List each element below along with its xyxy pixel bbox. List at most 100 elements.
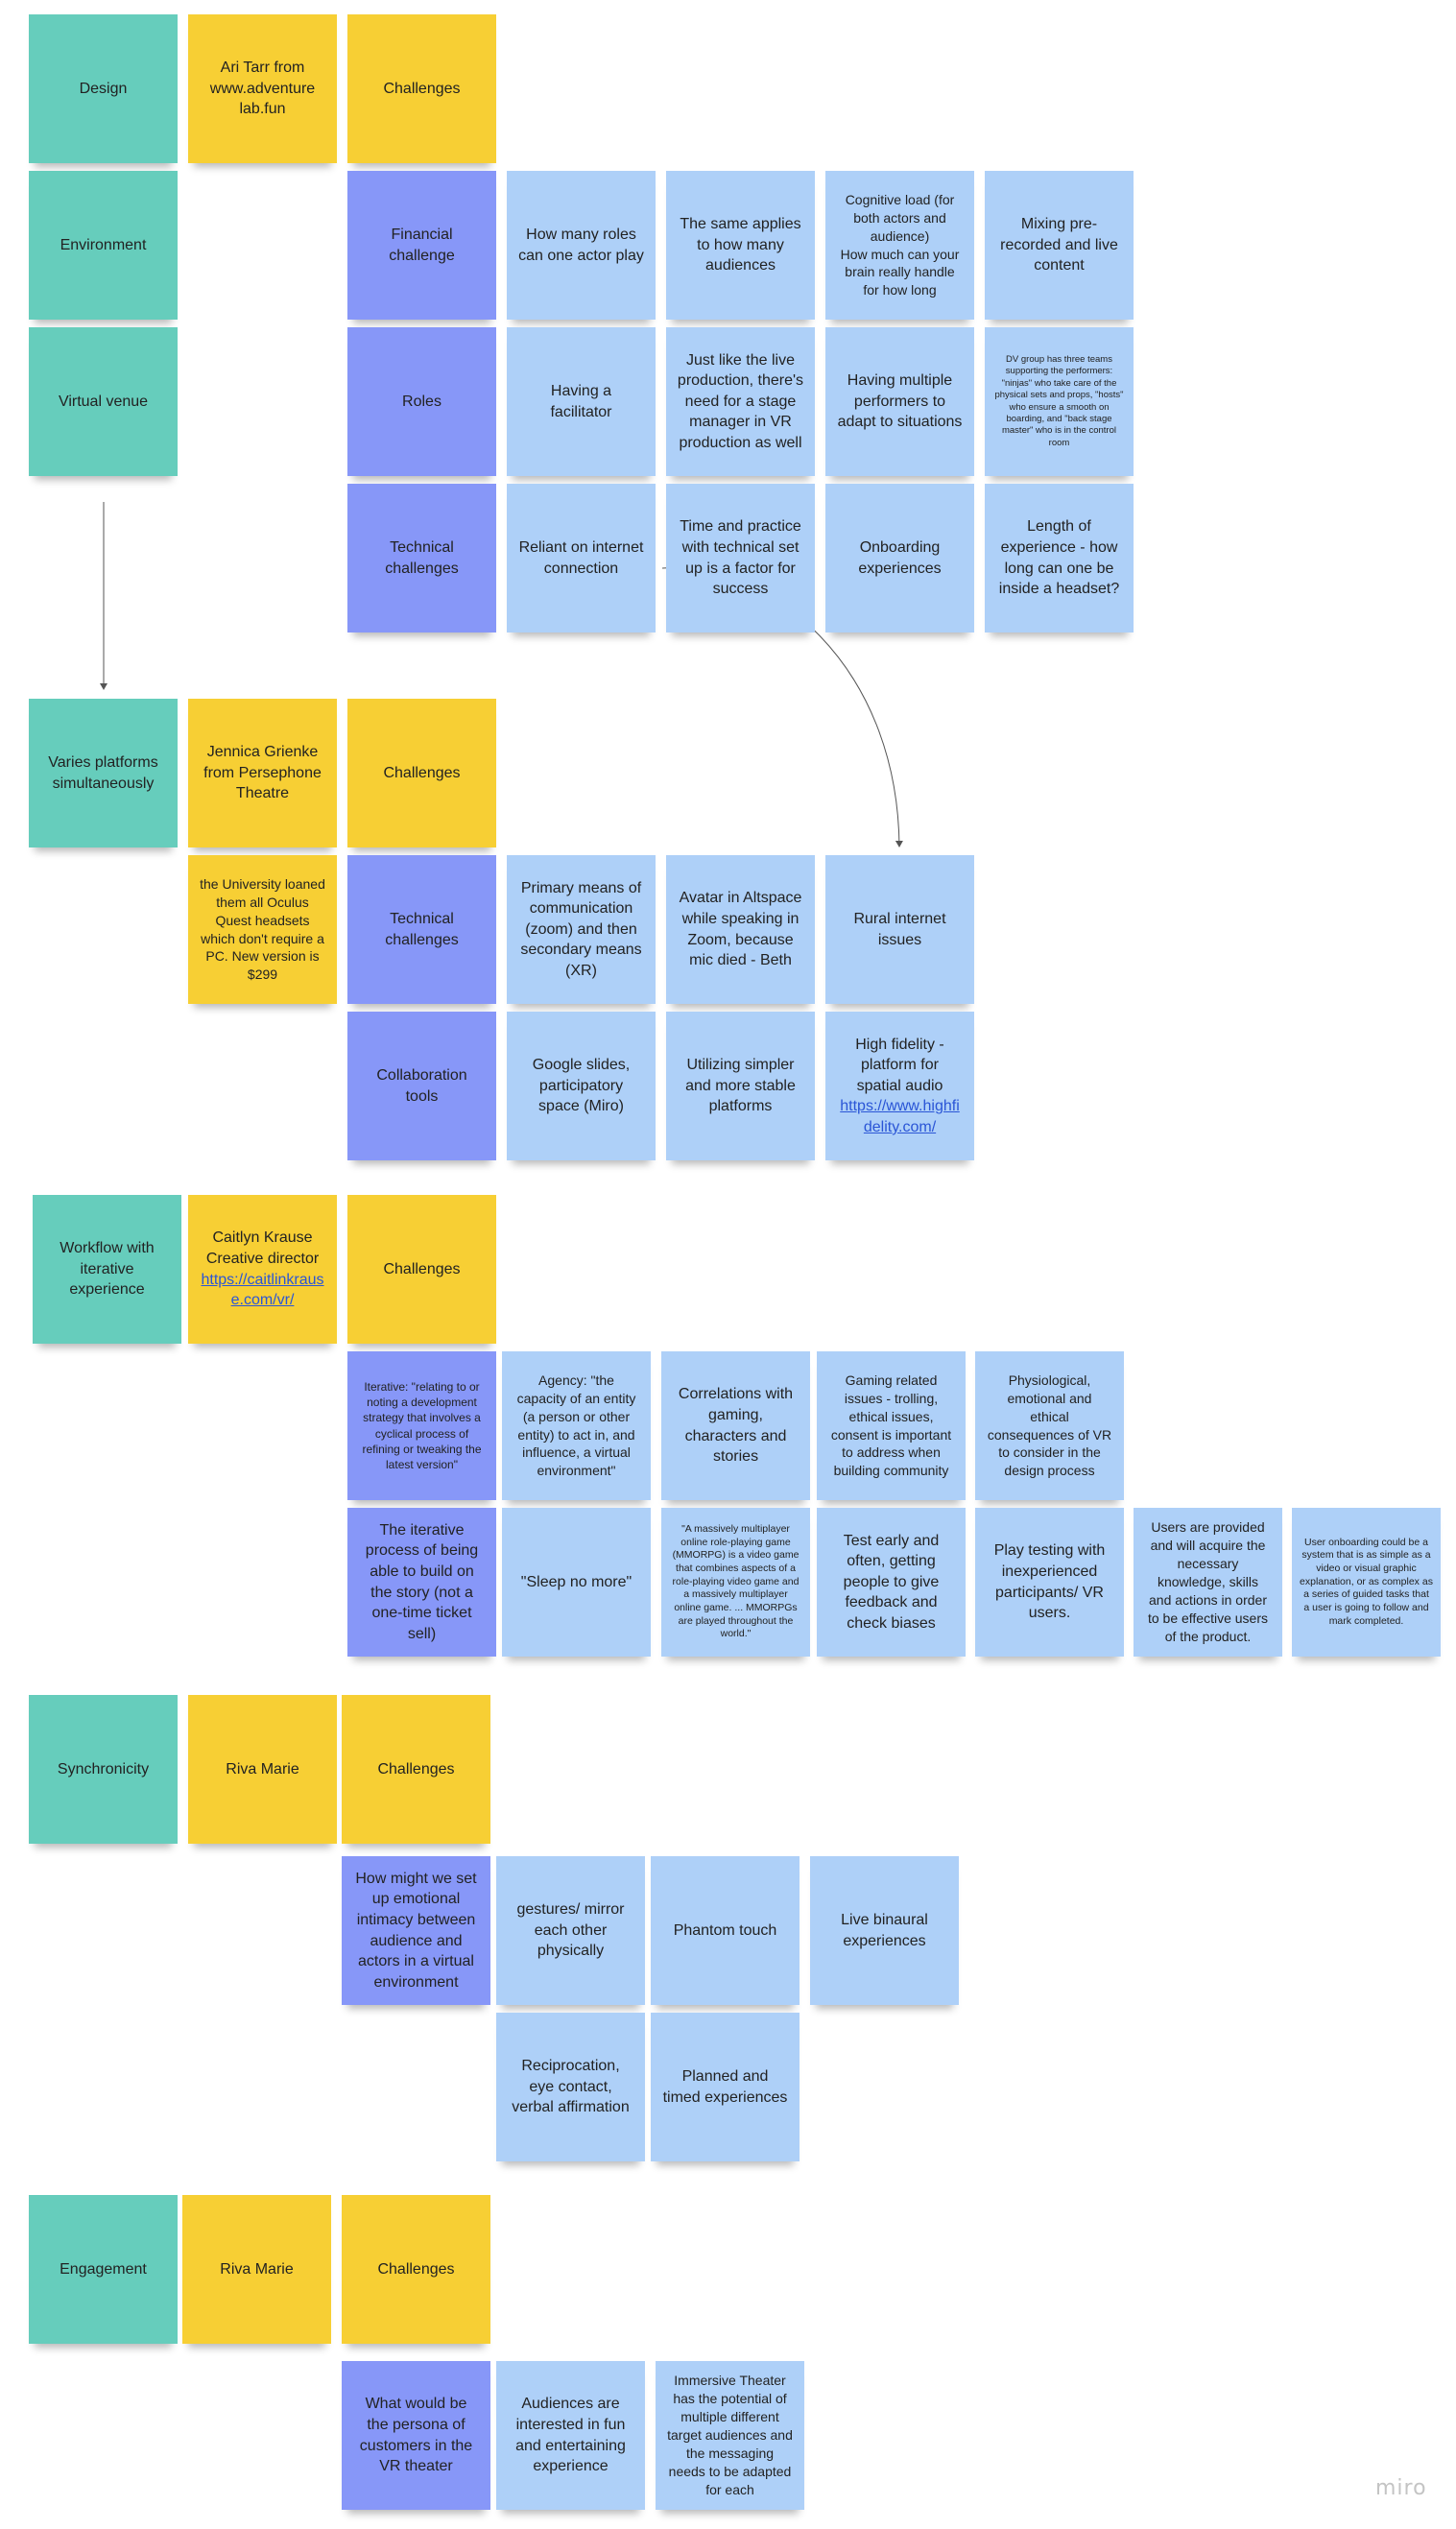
note-google-slides[interactable]: Google slides, participatory space (Miro… <box>507 1012 656 1160</box>
note-same-applies[interactable]: The same applies to how many audiences <box>666 171 815 320</box>
note-multiple-performers[interactable]: Having multiple performers to adapt to s… <box>825 327 974 476</box>
note-roles[interactable]: Roles <box>347 327 496 476</box>
note-caitlyn-krause[interactable]: Caitlyn Krause Creative director https:/… <box>188 1195 337 1344</box>
note-collaboration-tools[interactable]: Collaboration tools <box>347 1012 496 1160</box>
note-text: Workflow with iterative experience <box>60 1240 155 1299</box>
note-text: Roles <box>402 393 442 410</box>
note-text: Avatar in Altspace while speaking in Zoo… <box>679 890 802 969</box>
note-emotional-intimacy[interactable]: How might we set up emotional intimacy b… <box>342 1856 490 2005</box>
note-text: What would be the persona of customers i… <box>359 2396 473 2475</box>
note-dv-group[interactable]: DV group has three teams supporting the … <box>985 327 1134 476</box>
note-text: "A massively multiplayer online role-pla… <box>672 1523 800 1640</box>
note-how-many-roles[interactable]: How many roles can one actor play <box>507 171 656 320</box>
note-rural-internet[interactable]: Rural internet issues <box>825 855 974 1004</box>
note-text: Utilizing simpler and more stable platfo… <box>685 1057 796 1115</box>
note-text: Challenges <box>383 1260 461 1277</box>
note-text: Challenges <box>383 80 461 97</box>
note-text: Varies platforms simultaneously <box>48 753 158 792</box>
note-iterative-definition[interactable]: Iterative: "relating to or noting a deve… <box>347 1351 496 1500</box>
note-text: the University loaned them all Oculus Qu… <box>200 875 325 983</box>
note-avatar-altspace[interactable]: Avatar in Altspace while speaking in Zoo… <box>666 855 815 1004</box>
note-jennica-grienke[interactable]: Jennica Grienke from Persephone Theatre <box>188 699 337 847</box>
note-environment[interactable]: Environment <box>29 171 178 320</box>
note-mmorpg-definition[interactable]: "A massively multiplayer online role-pla… <box>661 1508 810 1657</box>
note-sleep-no-more[interactable]: "Sleep no more" <box>502 1508 651 1657</box>
note-technical-challenges-2[interactable]: Technical challenges <box>347 855 496 1004</box>
note-text: Correlations with gaming, characters and… <box>678 1386 794 1466</box>
note-high-fidelity[interactable]: High fidelity - platform for spatial aud… <box>825 1012 974 1160</box>
caitlyn-link[interactable]: https://caitlinkrause.com/vr/ <box>201 1271 324 1309</box>
note-challenges-3[interactable]: Challenges <box>347 1195 496 1344</box>
note-utilizing-simpler[interactable]: Utilizing simpler and more stable platfo… <box>666 1012 815 1160</box>
note-financial-challenge[interactable]: Financial challenge <box>347 171 496 320</box>
high-fidelity-link[interactable]: https://www.highfidelity.com/ <box>840 1098 960 1135</box>
note-text: gestures/ mirror each other physically <box>516 1901 625 1960</box>
note-text: DV group has three teams supporting the … <box>994 354 1124 448</box>
note-correlations-gaming[interactable]: Correlations with gaming, characters and… <box>661 1351 810 1500</box>
note-challenges-2[interactable]: Challenges <box>347 699 496 847</box>
note-design[interactable]: Design <box>29 14 178 163</box>
note-reciprocation[interactable]: Reciprocation, eye contact, verbal affir… <box>496 2013 645 2161</box>
note-onboarding-experiences[interactable]: Onboarding experiences <box>825 484 974 632</box>
note-text: Challenges <box>377 2260 455 2278</box>
note-having-facilitator[interactable]: Having a facilitator <box>507 327 656 476</box>
note-text: Physiological, emotional and ethical con… <box>987 1372 1112 1479</box>
note-synchronicity[interactable]: Synchronicity <box>29 1695 178 1844</box>
note-riva-marie-2[interactable]: Riva Marie <box>182 2195 331 2344</box>
note-agency[interactable]: Agency: "the capacity of an entity (a pe… <box>502 1351 651 1500</box>
note-text: Primary means of communication (zoom) an… <box>520 879 642 979</box>
note-stage-manager[interactable]: Just like the live production, there's n… <box>666 327 815 476</box>
note-physiological[interactable]: Physiological, emotional and ethical con… <box>975 1351 1124 1500</box>
miro-logo: miro <box>1375 2476 1427 2500</box>
note-text: Ari Tarr from www.adventure lab.fun <box>209 60 316 118</box>
note-text: Design <box>79 80 128 97</box>
note-text: Having a facilitator <box>550 382 612 420</box>
note-text: Gaming related issues - trolling, ethica… <box>830 1372 952 1479</box>
note-text: Reciprocation, eye contact, verbal affir… <box>512 2058 630 2116</box>
note-time-practice[interactable]: Time and practice with technical set up … <box>666 484 815 632</box>
note-cognitive-load[interactable]: Cognitive load (for both actors and audi… <box>825 171 974 320</box>
note-planned-timed[interactable]: Planned and timed experiences <box>651 2013 800 2161</box>
note-user-onboarding[interactable]: User onboarding could be a system that i… <box>1292 1508 1441 1657</box>
note-challenges-1[interactable]: Challenges <box>347 14 496 163</box>
note-text: Virtual venue <box>58 393 149 410</box>
note-text: Challenges <box>383 764 461 781</box>
note-immersive-theater[interactable]: Immersive Theater has the potential of m… <box>656 2361 804 2510</box>
note-reliant-internet[interactable]: Reliant on internet connection <box>507 484 656 632</box>
note-phantom-touch[interactable]: Phantom touch <box>651 1856 800 2005</box>
note-challenges-4[interactable]: Challenges <box>342 1695 490 1844</box>
note-live-binaural[interactable]: Live binaural experiences <box>810 1856 959 2005</box>
note-primary-means[interactable]: Primary means of communication (zoom) an… <box>507 855 656 1004</box>
note-varies-platforms[interactable]: Varies platforms simultaneously <box>29 699 178 847</box>
note-length-experience[interactable]: Length of experience - how long can one … <box>985 484 1134 632</box>
note-play-testing[interactable]: Play testing with inexperienced particip… <box>975 1508 1124 1657</box>
note-engagement[interactable]: Engagement <box>29 2195 178 2344</box>
note-text: Just like the live production, there's n… <box>677 351 804 451</box>
note-test-early[interactable]: Test early and often, getting people to … <box>817 1508 966 1657</box>
note-text: Challenges <box>377 1760 455 1777</box>
note-riva-marie-1[interactable]: Riva Marie <box>188 1695 337 1844</box>
note-text: Audiences are interested in fun and ente… <box>515 2396 626 2475</box>
note-text: Synchronicity <box>57 1760 150 1777</box>
note-text: Reliant on internet connection <box>518 538 644 577</box>
note-virtual-venue[interactable]: Virtual venue <box>29 327 178 476</box>
note-text: Play testing with inexperienced particip… <box>993 1542 1106 1622</box>
note-audiences-fun[interactable]: Audiences are interested in fun and ente… <box>496 2361 645 2510</box>
note-users-provided[interactable]: Users are provided and will acquire the … <box>1134 1508 1282 1657</box>
note-text: How many roles can one actor play <box>518 226 644 264</box>
note-text: Jennica Grienke from Persephone Theatre <box>203 744 322 802</box>
note-gestures[interactable]: gestures/ mirror each other physically <box>496 1856 645 2005</box>
note-text: Environment <box>60 236 147 253</box>
note-text: Users are provided and will acquire the … <box>1147 1519 1269 1644</box>
note-text: Technical challenges <box>385 910 459 948</box>
note-gaming-issues[interactable]: Gaming related issues - trolling, ethica… <box>817 1351 966 1500</box>
note-iterative-process[interactable]: The iterative process of being able to b… <box>347 1508 496 1657</box>
note-challenges-5[interactable]: Challenges <box>342 2195 490 2344</box>
note-technical-challenges-1[interactable]: Technical challenges <box>347 484 496 632</box>
note-persona[interactable]: What would be the persona of customers i… <box>342 2361 490 2510</box>
note-ari-tarr[interactable]: Ari Tarr from www.adventure lab.fun <box>188 14 337 163</box>
note-mixing-content[interactable]: Mixing pre-recorded and live content <box>985 171 1134 320</box>
note-workflow-iterative[interactable]: Workflow with iterative experience <box>33 1195 181 1344</box>
note-university-headsets[interactable]: the University loaned them all Oculus Qu… <box>188 855 337 1004</box>
